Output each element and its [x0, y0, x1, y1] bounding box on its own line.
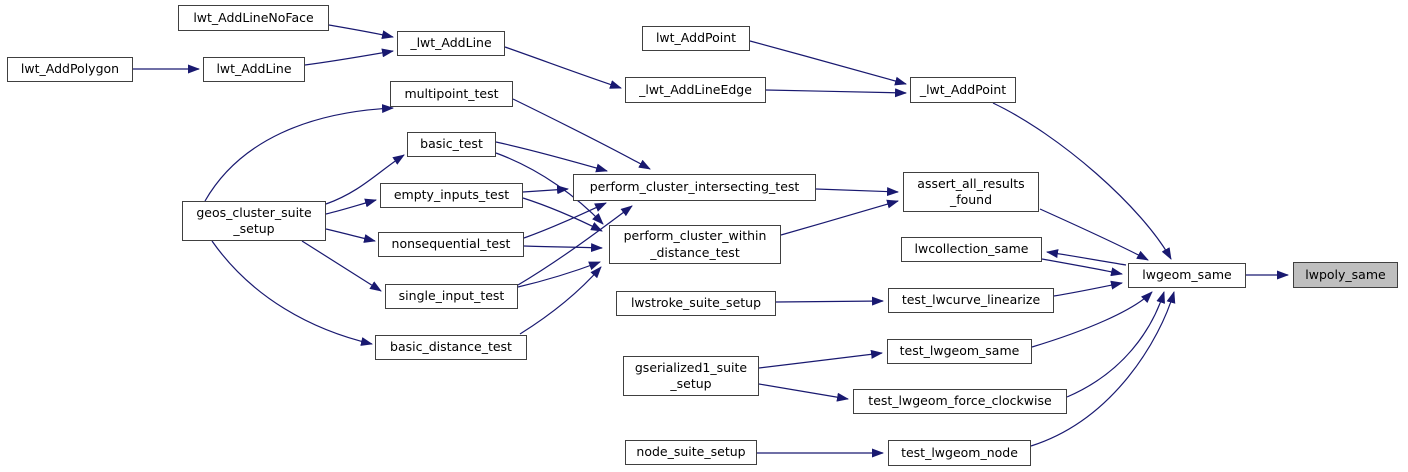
- node-label: lwpoly_same: [1305, 266, 1386, 282]
- node-label: lwt_AddLine: [216, 61, 292, 77]
- node-label: basic_distance_test: [390, 339, 512, 355]
- edge-geos_cluster_suite_setup--basic_test: [325, 154, 405, 205]
- node-label: perform_cluster_within: [623, 228, 767, 244]
- edge-lwt_AddPoint--_lwt_AddPoint: [749, 40, 907, 86]
- edge-lwstroke_suite_setup--test_lwcurve_linearize: [775, 296, 884, 306]
- edge-empty_inputs_test--perform_cluster_within_distance_test: [522, 197, 603, 232]
- node-label: _found: [949, 192, 993, 207]
- edge-basic_distance_test--perform_cluster_within_distance_test: [519, 266, 602, 335]
- node-assert_all_results_found[interactable]: assert_all_results_found: [903, 172, 1039, 212]
- node-label: node_suite_setup: [636, 444, 746, 460]
- edge-perform_cluster_intersecting_test--assert_all_results_found: [815, 187, 899, 197]
- edge-empty_inputs_test--perform_cluster_intersecting_test: [522, 185, 569, 195]
- edge-lwcollection_same--lwgeom_same: [1041, 258, 1123, 277]
- edge-multipoint_test--perform_cluster_intersecting_test: [512, 98, 651, 170]
- edge-geos_cluster_suite_setup--nonsequential_test: [325, 228, 376, 243]
- node-label: lwgeom_same: [1142, 267, 1232, 283]
- node-label: single_input_test: [398, 288, 505, 304]
- edge-test_lwgeom_node--lwgeom_same: [1030, 291, 1176, 447]
- edge-geos_cluster_suite_setup--basic_distance_test: [211, 240, 373, 346]
- node-gserialized1_suite_setup[interactable]: gserialized1_suite_setup: [623, 356, 759, 396]
- node-perform_cluster_within_distance_test[interactable]: perform_cluster_within_distance_test: [609, 225, 781, 264]
- node-node_suite_setup[interactable]: node_suite_setup: [625, 440, 757, 465]
- edge-lwt_AddLine--_lwt_AddLine: [304, 48, 394, 66]
- node-label: lwt_AddPolygon: [20, 61, 120, 77]
- node-label: lwt_AddLineNoFace: [193, 9, 314, 25]
- node-label: lwstroke_suite_setup: [630, 295, 762, 311]
- node-label: perform_cluster_intersecting_test: [589, 179, 800, 195]
- node-lwcollection_same[interactable]: lwcollection_same: [901, 237, 1042, 262]
- node-label: geos_cluster_suite: [196, 204, 312, 220]
- node-label: lwcollection_same: [914, 241, 1029, 257]
- node-label: gserialized1_suite: [634, 359, 748, 375]
- node-perform_cluster_intersecting_test[interactable]: perform_cluster_intersecting_test: [573, 174, 816, 201]
- node-lwt_AddLineNoFace[interactable]: lwt_AddLineNoFace: [178, 5, 329, 31]
- node-label: _setup: [233, 221, 275, 236]
- node-single_input_test[interactable]: single_input_test: [385, 284, 518, 309]
- edge-nonsequential_test--perform_cluster_within_distance_test: [523, 243, 603, 253]
- node-label: test_lwgeom_same: [899, 343, 1020, 359]
- node-test_lwcurve_linearize[interactable]: test_lwcurve_linearize: [888, 288, 1054, 313]
- node-lwt_AddLine[interactable]: lwt_AddLine: [203, 57, 305, 82]
- node-label: lwt_AddPoint: [655, 30, 737, 46]
- edge-basic_test--perform_cluster_within_distance_test: [495, 152, 604, 225]
- edge-test_lwcurve_linearize--lwgeom_same: [1053, 280, 1123, 297]
- node-_lwt_AddPoint[interactable]: _lwt_AddPoint: [910, 77, 1016, 103]
- edge-_lwt_AddPoint--lwgeom_same: [992, 102, 1172, 260]
- node-lwt_AddPolygon[interactable]: lwt_AddPolygon: [7, 57, 133, 82]
- node-_lwt_AddLineEdge[interactable]: _lwt_AddLineEdge: [625, 77, 766, 103]
- node-label: _lwt_AddLine: [410, 35, 492, 51]
- node-test_lwgeom_same[interactable]: test_lwgeom_same: [887, 339, 1032, 364]
- edge-geos_cluster_suite_setup--empty_inputs_test: [325, 198, 377, 215]
- node-lwgeom_same[interactable]: lwgeom_same: [1128, 263, 1246, 288]
- node-label: assert_all_results: [917, 175, 1025, 191]
- node-geos_cluster_suite_setup[interactable]: geos_cluster_suite_setup: [182, 201, 326, 241]
- node-label: basic_test: [420, 136, 483, 152]
- node-label: multipoint_test: [404, 85, 499, 101]
- node-test_lwgeom_force_clockwise[interactable]: test_lwgeom_force_clockwise: [853, 389, 1067, 414]
- edge-test_lwgeom_same--lwgeom_same: [1031, 291, 1153, 348]
- edge-basic_test--perform_cluster_intersecting_test: [495, 141, 608, 173]
- edge-lwgeom_same--lwcollection_same: [1046, 249, 1127, 266]
- edge-single_input_test--perform_cluster_intersecting_test: [517, 205, 633, 286]
- edge-gserialized1_suite_setup--test_lwgeom_same: [758, 349, 883, 369]
- edge-test_lwgeom_force_clockwise--lwgeom_same: [1066, 291, 1165, 398]
- node-basic_distance_test[interactable]: basic_distance_test: [375, 335, 527, 360]
- edge-gserialized1_suite_setup--test_lwgeom_force_clockwise: [758, 383, 849, 402]
- node-label: _lwt_AddPoint: [919, 81, 1007, 97]
- edge-nonsequential_test--perform_cluster_intersecting_test: [523, 202, 607, 239]
- edge-perform_cluster_within_distance_test--assert_all_results_found: [780, 199, 899, 236]
- node-lwpoly_same: lwpoly_same: [1293, 262, 1398, 288]
- node-label: test_lwgeom_node: [901, 444, 1018, 460]
- edges-group: [133, 24, 1289, 458]
- node-nonsequential_test[interactable]: nonsequential_test: [378, 232, 524, 257]
- node-basic_test[interactable]: basic_test: [407, 132, 496, 157]
- edge-_lwt_AddLine--_lwt_AddLineEdge: [504, 46, 622, 89]
- node-lwt_AddPoint[interactable]: lwt_AddPoint: [642, 26, 750, 51]
- node-test_lwgeom_node[interactable]: test_lwgeom_node: [888, 440, 1031, 466]
- node-label: _distance_test: [650, 244, 740, 260]
- node-label: _lwt_AddLineEdge: [639, 81, 752, 97]
- edge-lwt_AddLineNoFace--_lwt_AddLine: [328, 24, 394, 40]
- node-multipoint_test[interactable]: multipoint_test: [390, 81, 513, 107]
- node-_lwt_AddLine[interactable]: _lwt_AddLine: [397, 31, 505, 56]
- node-lwstroke_suite_setup[interactable]: lwstroke_suite_setup: [616, 291, 776, 316]
- node-label: nonsequential_test: [391, 236, 511, 252]
- node-label: empty_inputs_test: [393, 187, 510, 203]
- edge-geos_cluster_suite_setup--single_input_test: [301, 240, 382, 292]
- node-label: test_lwcurve_linearize: [901, 292, 1041, 308]
- edge-geos_cluster_suite_setup--multipoint_test: [204, 104, 394, 202]
- edge-_lwt_AddLineEdge--_lwt_AddPoint: [765, 88, 907, 98]
- node-label: _setup: [670, 376, 712, 391]
- node-empty_inputs_test[interactable]: empty_inputs_test: [380, 183, 523, 208]
- edge-assert_all_results_found--lwgeom_same: [1039, 208, 1149, 261]
- node-label: test_lwgeom_force_clockwise: [868, 393, 1052, 409]
- edge-single_input_test--perform_cluster_within_distance_test: [517, 261, 601, 288]
